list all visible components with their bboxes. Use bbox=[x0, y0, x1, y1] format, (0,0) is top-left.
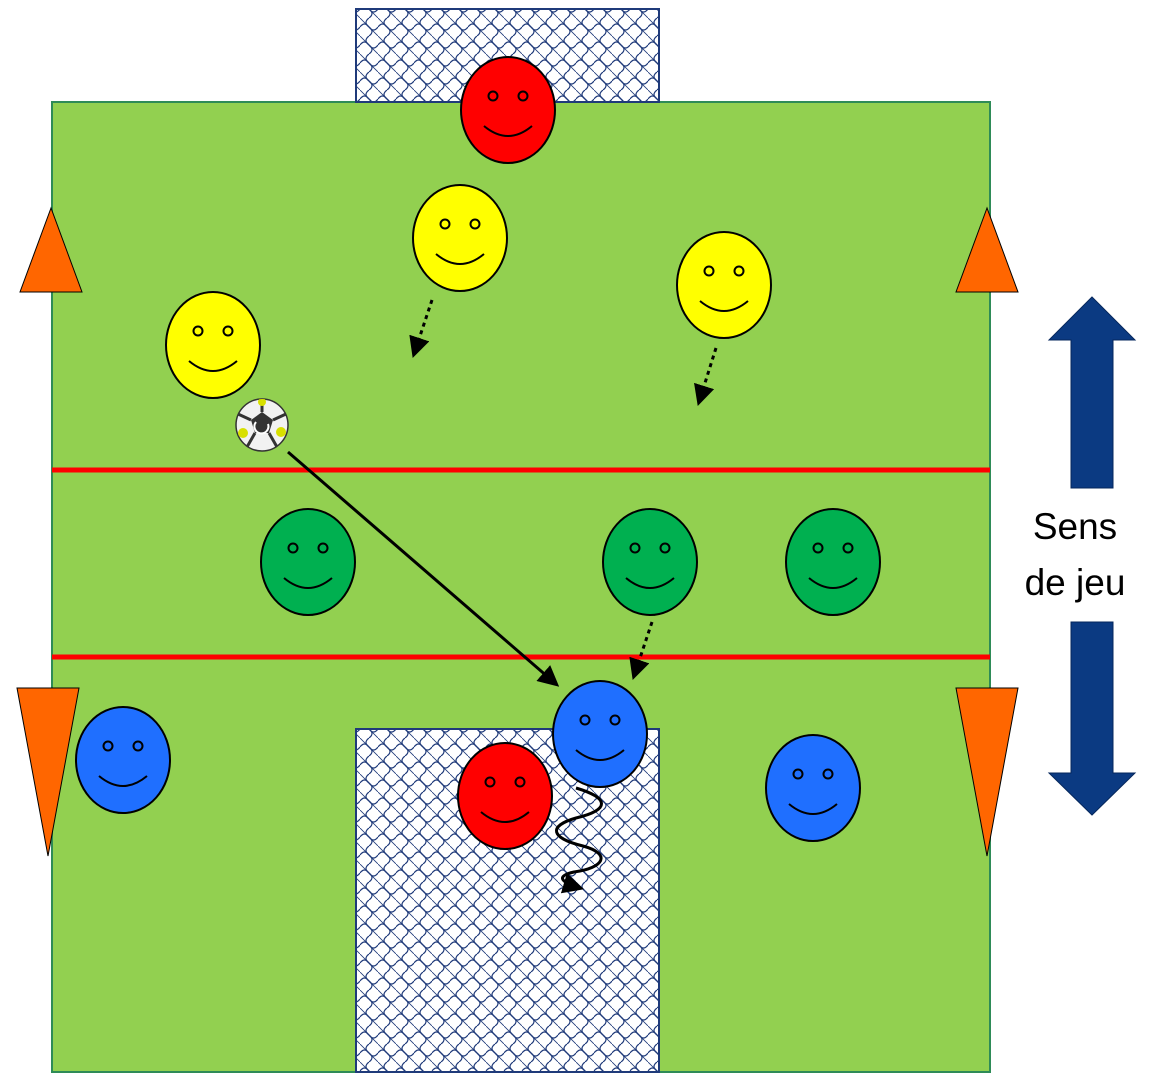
cone-icon bbox=[955, 687, 1019, 857]
blue-player-icon bbox=[552, 680, 648, 788]
green-player-icon bbox=[785, 508, 881, 616]
movement-arrow bbox=[409, 299, 434, 358]
green-player-icon bbox=[602, 508, 698, 616]
direction-label-line2: de jeu bbox=[1024, 562, 1126, 603]
yellow-player-icon bbox=[412, 184, 508, 292]
direction-arrow-down-icon bbox=[1047, 621, 1137, 816]
goalkeeper-top-icon bbox=[460, 56, 556, 164]
direction-arrow-up-icon bbox=[1047, 296, 1137, 489]
blue-player-icon bbox=[75, 706, 171, 814]
pass-arrow bbox=[287, 450, 560, 687]
movement-arrow bbox=[694, 347, 718, 407]
dribble-arrow bbox=[555, 786, 603, 894]
direction-label-line1: Sens bbox=[1032, 506, 1118, 547]
yellow-player-icon bbox=[676, 231, 772, 339]
ball-icon bbox=[235, 398, 289, 452]
movement-arrow bbox=[629, 621, 654, 680]
blue-player-icon bbox=[765, 734, 861, 842]
yellow-player-icon bbox=[165, 291, 261, 399]
green-player-icon bbox=[260, 508, 356, 616]
cone-icon bbox=[955, 206, 1019, 293]
goalkeeper-bottom-icon bbox=[457, 742, 553, 850]
cone-icon bbox=[19, 206, 83, 293]
cone-icon bbox=[16, 687, 80, 857]
